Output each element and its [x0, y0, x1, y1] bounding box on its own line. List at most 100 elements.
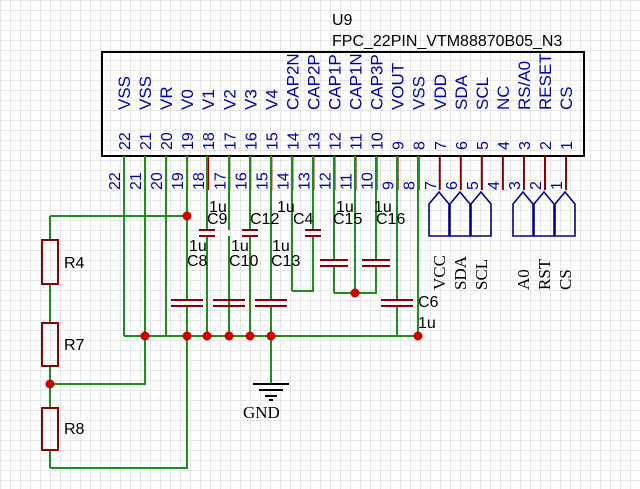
junction-dot [350, 288, 360, 298]
c10-value: 1u [231, 238, 249, 255]
pin-name: NC [494, 85, 513, 110]
port-shape [470, 190, 492, 237]
r8-ref: R8 [64, 421, 85, 438]
pin-number-inner: 19 [180, 132, 197, 150]
pin-name: CAP2P [304, 54, 323, 110]
ic-part-label: FPC_22PIN_VTM88870B05_N3 [332, 33, 562, 50]
resistor-r8 [41, 407, 59, 451]
junction-dot [224, 331, 234, 341]
net-port-a0[interactable]: A0 [512, 190, 534, 290]
pin-name: VR [157, 86, 176, 110]
r4-ref: R4 [64, 255, 85, 272]
pin-number-inner: 14 [285, 132, 302, 150]
junction-dot [413, 331, 423, 341]
pin-number-inner: 2 [538, 141, 555, 150]
c10-ref: C10 [229, 253, 258, 270]
pin-name: CS [557, 86, 576, 110]
ic-pin-1[interactable]: CS 1 1 [549, 86, 576, 190]
pin-number-inner: 21 [138, 132, 155, 150]
pin-number-outer: 7 [423, 181, 440, 190]
ic-pin-10[interactable]: CAP3P 10 10 [360, 54, 387, 190]
wire-vr-junction [50, 336, 146, 385]
pin-number-inner: 3 [517, 141, 534, 150]
net-port-sda[interactable]: SDA [449, 190, 471, 290]
pin-name: VSS [136, 76, 155, 110]
junction-dot [182, 331, 192, 341]
pin-number-outer: 22 [107, 172, 124, 190]
port-shape [554, 190, 576, 237]
pin-name: RESET [536, 53, 555, 110]
port-label: CS [556, 269, 575, 290]
c12-ref: C12 [250, 211, 279, 228]
pin-number-inner: 6 [454, 141, 471, 150]
c6-value: 1u [418, 315, 436, 332]
ic-pin-4[interactable]: NC 4 4 [486, 85, 513, 190]
ic-pin-2[interactable]: RESET 2 2 [528, 53, 555, 190]
pin-number-outer: 20 [149, 172, 166, 190]
pin-number-inner: 13 [306, 132, 323, 150]
c15-value: 1u [336, 199, 354, 216]
pin-number-outer: 3 [507, 181, 524, 190]
wires [49, 156, 419, 469]
net-port-rst[interactable]: RST [533, 190, 555, 290]
pin-name: CAP1N [347, 53, 366, 110]
ground-symbol: GND [243, 383, 289, 422]
pin-number-inner: 22 [117, 132, 134, 150]
pin-number-outer: 14 [275, 172, 292, 190]
pin-number-inner: 5 [475, 141, 492, 150]
ic-body[interactable] [101, 51, 585, 157]
pin-number-inner: 4 [496, 141, 513, 150]
pin-name: CAP1P [326, 54, 345, 110]
resistor-r4 [41, 239, 59, 285]
pin-number-outer: 5 [465, 181, 482, 190]
pin-number-inner: 9 [391, 141, 408, 150]
pin-number-outer: 4 [486, 181, 503, 190]
pin-number-outer: 11 [339, 173, 356, 190]
ic-pins: VSS2222VSS2121VR2020V01919V11818V21717V3… [107, 53, 576, 190]
c9-value: 1u [209, 199, 227, 216]
c8-ref: C8 [187, 253, 208, 270]
net-port-scl[interactable]: SCL [470, 190, 492, 290]
pin-number-outer: 1 [549, 181, 566, 190]
pin-number-outer: 2 [528, 181, 545, 190]
pin-number-outer: 21 [128, 172, 145, 190]
port-label: SCL [472, 259, 491, 290]
pin-name: CAP3P [368, 54, 387, 110]
c13-ref: C13 [271, 253, 300, 270]
pin-number-outer: 19 [170, 172, 187, 190]
port-label: SDA [451, 255, 470, 290]
port-shape [512, 190, 534, 237]
port-label: VCC [430, 255, 449, 290]
port-label: A0 [514, 269, 533, 290]
pin-number-outer: 10 [360, 172, 377, 190]
cap-c16 [362, 259, 390, 267]
ic-pin-3[interactable]: RS/A0 3 3 [507, 61, 534, 190]
net-port-vcc[interactable]: VCC [428, 190, 450, 290]
ic-pin-21[interactable]: VSS 21 21 [128, 76, 155, 190]
pin-number-outer: 13 [296, 172, 313, 190]
pin-number-inner: 11 [349, 133, 366, 150]
pin-number-inner: 1 [559, 141, 576, 150]
c15-ref: C15 [333, 211, 362, 228]
ic-pin-5[interactable]: SCL 5 5 [465, 77, 492, 190]
net-port-cs[interactable]: CS [554, 190, 576, 290]
cap-c10 [213, 299, 245, 307]
pin-number-outer: 6 [444, 181, 461, 190]
junction-dot [45, 379, 55, 389]
pin-number-inner: 8 [412, 141, 429, 150]
junction-dot [202, 331, 212, 341]
pin-name: RS/A0 [515, 61, 534, 110]
gnd-label: GND [243, 403, 280, 422]
pin-number-inner: 10 [370, 132, 387, 150]
cap-c13 [255, 299, 287, 307]
pin-name: SCL [473, 77, 492, 110]
